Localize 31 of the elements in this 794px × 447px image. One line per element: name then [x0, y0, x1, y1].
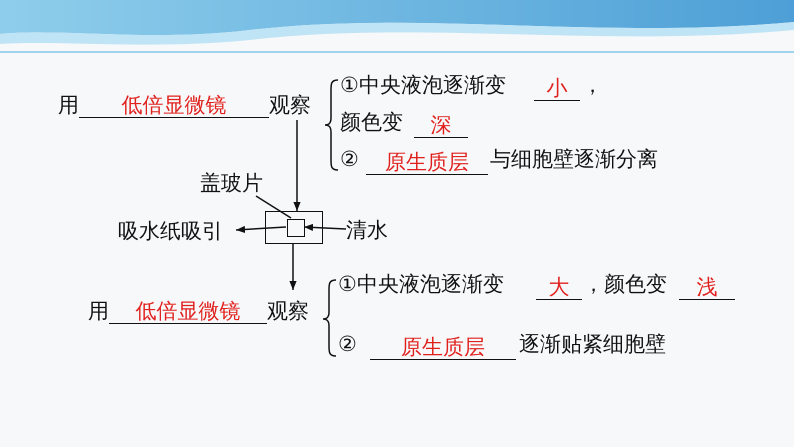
fill-in-answer: 深 — [414, 113, 468, 138]
text-label: 用 — [58, 92, 79, 118]
fill-in-answer: 原生质层 — [366, 150, 488, 176]
text-label: 盖玻片 — [200, 170, 263, 196]
fill-in-answer: 小 — [534, 76, 580, 102]
text-label: 吸水纸吸引 — [118, 218, 223, 244]
fill-in-answer: 原生质层 — [370, 335, 516, 360]
text-label: 观察 — [269, 92, 311, 118]
text-label: 逐渐贴紧细胞壁 — [519, 332, 666, 358]
text-label: ①中央液泡逐渐变 — [338, 272, 504, 298]
arrow — [304, 224, 346, 232]
slide-outline — [265, 211, 323, 244]
fill-in-answer: 低倍显微镜 — [79, 92, 269, 118]
arrow — [293, 120, 301, 211]
text-label: ② — [340, 147, 359, 172]
fill-in-answer: 低倍显微镜 — [109, 298, 267, 324]
text-label: 观察 — [267, 298, 309, 324]
leader-line — [256, 195, 292, 219]
cover-slip — [287, 219, 305, 237]
arrow — [289, 244, 297, 290]
text-label: 颜色变 — [340, 110, 403, 136]
fill-in-answer: 大 — [536, 275, 582, 300]
text-label: ② — [338, 332, 357, 358]
text-label: ， — [582, 73, 603, 98]
arrow — [236, 226, 286, 234]
text-label: ，颜色变 — [583, 272, 667, 298]
fill-in-answer: 浅 — [679, 275, 735, 300]
text-label: 与细胞壁逐渐分离 — [490, 147, 658, 172]
text-label: 清水 — [346, 218, 388, 243]
text-label: ①中央液泡逐渐变 — [340, 73, 506, 98]
text-label: 用 — [88, 298, 109, 324]
